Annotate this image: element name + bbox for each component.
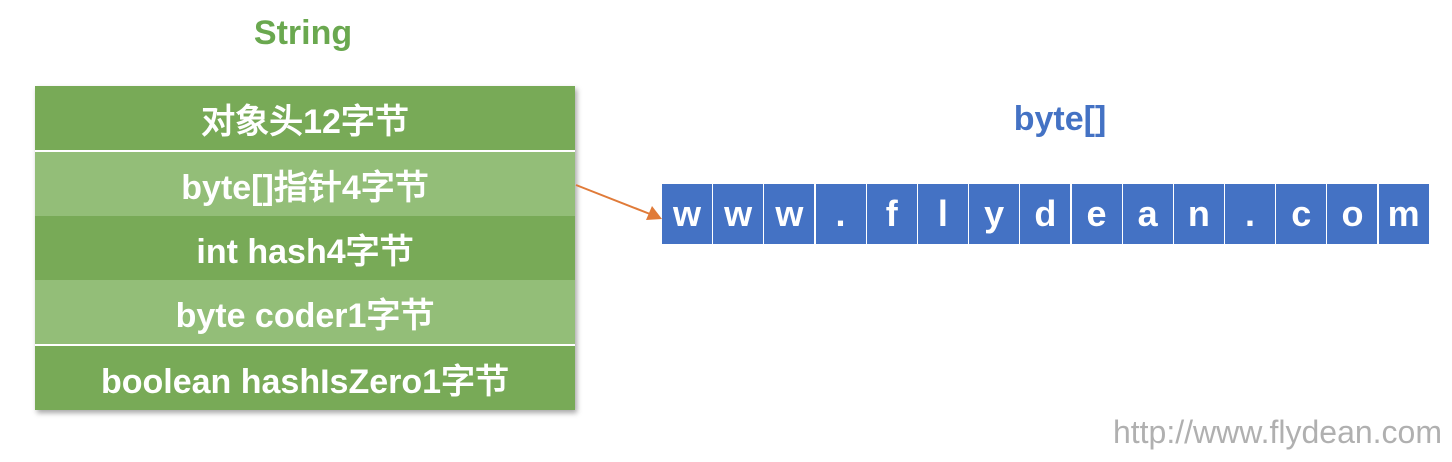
byte-cell: e: [1071, 184, 1122, 244]
field-int-hash: int hash4字节: [35, 216, 575, 280]
byte-cell: w: [662, 184, 712, 244]
field-byte-array-pointer: byte[]指针4字节: [35, 152, 575, 216]
header-divider: [35, 150, 575, 152]
byte-cell: w: [713, 184, 764, 244]
byte-cell: c: [1276, 184, 1327, 244]
pointer-arrow-head: [646, 206, 662, 220]
string-title: String: [253, 14, 353, 52]
field-boolean-hash-is-zero: boolean hashIsZero1字节: [35, 346, 575, 410]
byte-cell: l: [917, 184, 968, 244]
byte-cell: f: [866, 184, 917, 244]
byte-cell: o: [1327, 184, 1378, 244]
byte-cell: y: [969, 184, 1020, 244]
byte-array-title: byte[]: [1013, 100, 1107, 138]
byte-cell: n: [1173, 184, 1224, 244]
byte-cell: .: [815, 184, 866, 244]
field-byte-coder: byte coder1字节: [35, 280, 575, 344]
byte-cell: .: [1225, 184, 1276, 244]
byte-cell: a: [1122, 184, 1173, 244]
watermark-url: http://www.flydean.com: [1112, 414, 1442, 450]
byte-cell: w: [764, 184, 815, 244]
byte-cell: d: [1020, 184, 1071, 244]
string-object-box: 对象头12字节 byte[]指针4字节 int hash4字节 byte cod…: [35, 86, 575, 410]
field-object-header: 对象头12字节: [35, 86, 575, 150]
pointer-arrow-line: [575, 184, 651, 215]
byte-cell: m: [1378, 184, 1429, 244]
